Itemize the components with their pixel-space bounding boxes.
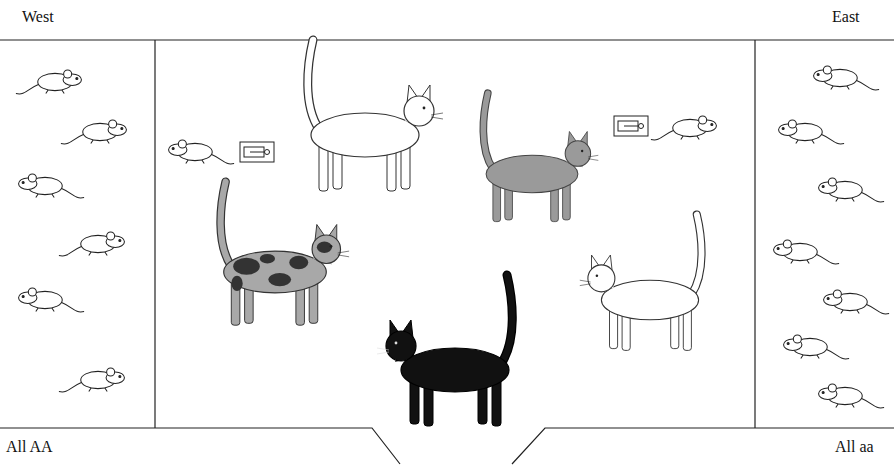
cat-figure [580, 215, 702, 351]
mouse-figure [819, 384, 885, 408]
mouse-figure [651, 116, 717, 140]
mouse-figure [824, 290, 890, 314]
mouse-figure [19, 288, 85, 312]
region-label: All AA [6, 438, 53, 456]
region-label: All aa [835, 438, 874, 456]
mouse-figure [784, 335, 850, 359]
cat-figure [308, 40, 443, 191]
cat-figure [377, 275, 512, 426]
frame-lines [0, 40, 894, 464]
cat-figure [483, 93, 598, 221]
mouse-figure [16, 70, 82, 94]
mouse-figure [59, 232, 125, 256]
mouse-figure [819, 178, 885, 202]
region-label: East [832, 8, 860, 26]
mouse-trap [240, 142, 274, 162]
mouse-figure [814, 66, 880, 90]
mouse-figure [779, 120, 845, 144]
cat-figure [221, 182, 350, 325]
mouse-trap [614, 116, 648, 136]
region-label: West [22, 8, 54, 26]
mouse-figure [59, 368, 125, 392]
mouse-figure [169, 140, 235, 164]
mouse-figure [61, 120, 127, 144]
mouse-figure [19, 174, 85, 198]
mouse-figure [774, 240, 840, 264]
